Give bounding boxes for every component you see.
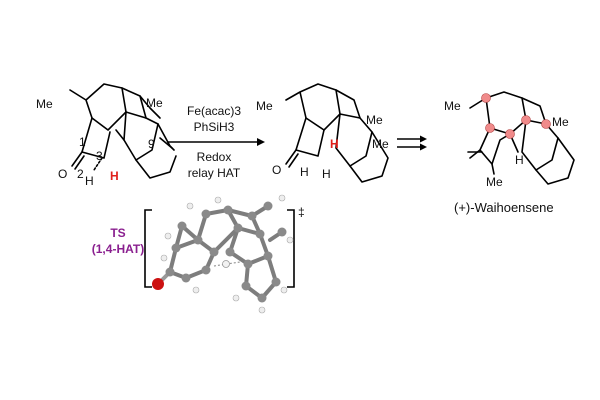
start-me-right: Me xyxy=(146,96,163,110)
reaction-arrow-head xyxy=(257,138,265,146)
reagent-relay-hat: relay HAT xyxy=(188,166,241,180)
quaternary-marker xyxy=(541,119,551,129)
start-num-2: 2 xyxy=(77,167,84,181)
quaternary-marker xyxy=(505,129,515,139)
ts-3d-model xyxy=(152,194,294,314)
reagent-phsih3: PhSiH3 xyxy=(194,120,235,134)
multistep-arrows xyxy=(397,135,427,151)
middle-h-right: H xyxy=(322,167,331,181)
transferring-hydrogen xyxy=(222,260,230,268)
start-molecule: Me Me 1 2 3 9 O H H xyxy=(36,83,177,188)
start-num-9: 9 xyxy=(148,137,155,151)
left-bracket xyxy=(144,209,152,288)
product-me-left: Me xyxy=(444,99,461,113)
reagent-redox: Redox xyxy=(197,150,232,164)
middle-h-left: H xyxy=(300,165,309,179)
product-name: (+)-Waihoensene xyxy=(454,200,554,215)
start-num-1: 1 xyxy=(79,135,86,149)
middle-molecule: Me Me Me O H H H xyxy=(256,83,389,183)
middle-me-top-right: Me xyxy=(366,113,383,127)
middle-me-left: Me xyxy=(256,99,273,113)
reaction-step-1: Fe(acac)3 PhSiH3 Redox relay HAT xyxy=(167,104,265,180)
right-bracket xyxy=(287,209,295,288)
start-h-black: H xyxy=(85,174,94,188)
product-molecule: Me Me Me H (+)-Waihoensene xyxy=(444,91,575,215)
start-me-left: Me xyxy=(36,97,53,111)
start-oxygen: O xyxy=(58,167,67,181)
quaternary-marker xyxy=(485,123,495,133)
middle-oxygen: O xyxy=(272,163,281,177)
quaternary-marker xyxy=(481,93,491,103)
ts-sublabel: (1,4-HAT) xyxy=(92,242,144,256)
product-me-right: Me xyxy=(552,115,569,129)
ts-dagger: ‡ xyxy=(298,205,305,219)
start-num-3: 3 xyxy=(96,149,103,163)
start-h-red: H xyxy=(110,169,119,183)
transition-state: TS (1,4-HAT) ‡ xyxy=(92,194,305,314)
middle-me-right: Me xyxy=(372,137,389,151)
quaternary-marker xyxy=(521,115,531,125)
ts-label: TS xyxy=(110,226,125,240)
oxygen-atom xyxy=(152,278,164,290)
middle-h-red: H xyxy=(330,137,339,151)
product-h: H xyxy=(515,153,524,167)
reagent-fe-acac: Fe(acac)3 xyxy=(187,104,241,118)
product-me-bottom: Me xyxy=(486,175,503,189)
